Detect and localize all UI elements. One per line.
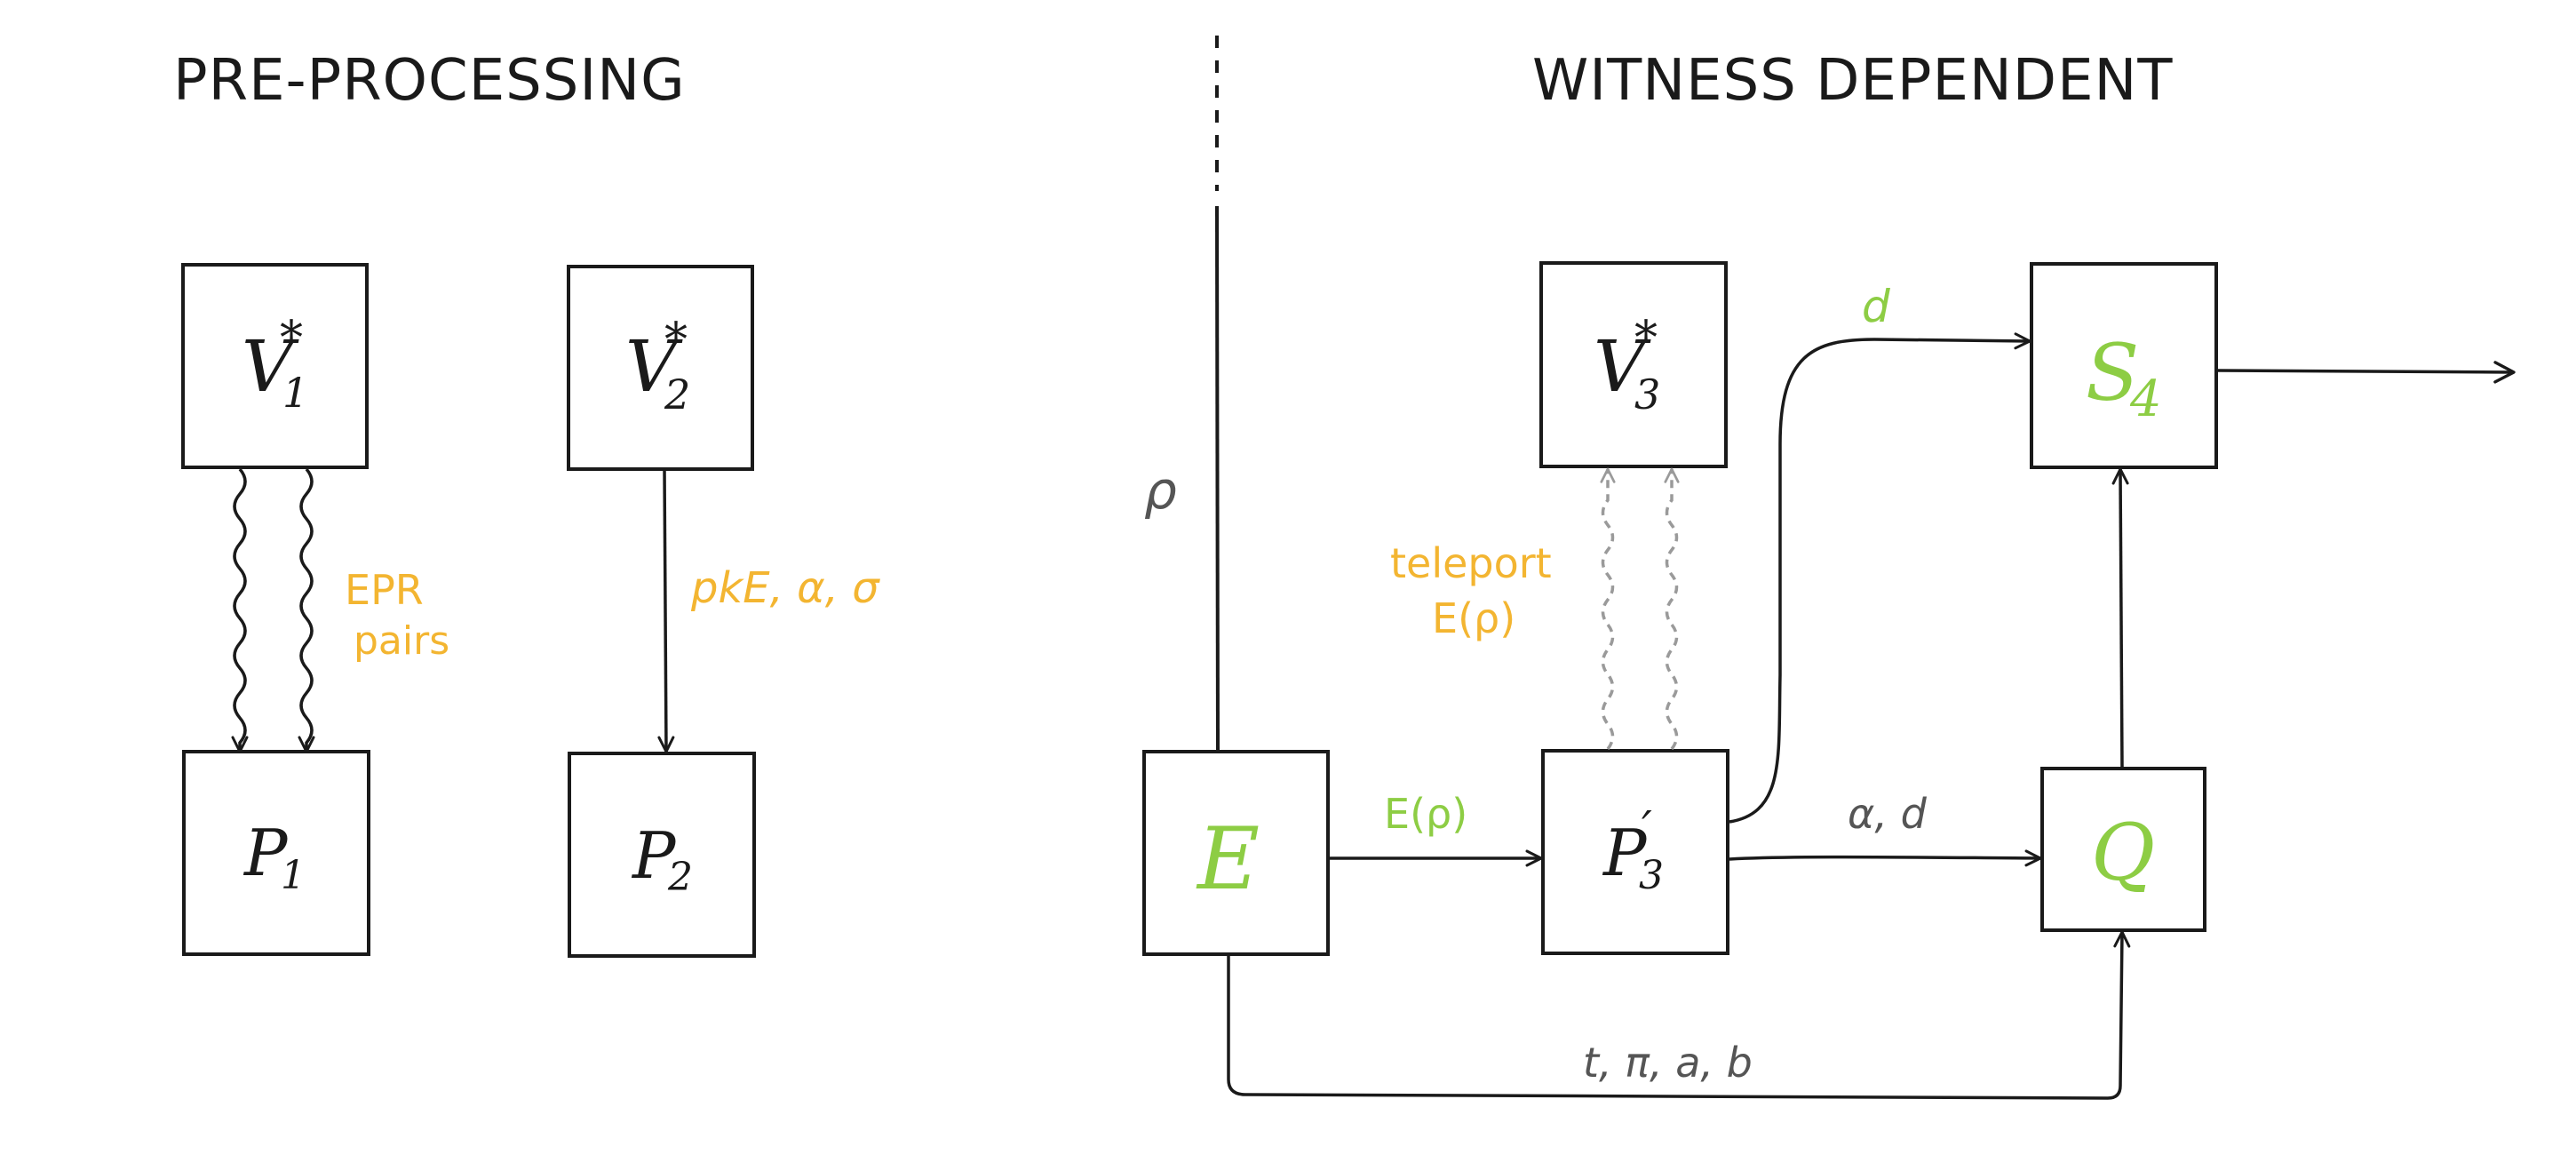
node-p1-main: P xyxy=(242,816,289,890)
edge-p3-to-s4 xyxy=(1729,332,2031,824)
node-v3: V 3 * xyxy=(1539,261,1728,468)
node-p3-sup: ′ xyxy=(1642,802,1652,856)
node-v3-main: V xyxy=(1594,325,1651,408)
node-q: Q xyxy=(2040,767,2206,932)
node-q-main: Q xyxy=(2091,807,2155,898)
node-p1-box xyxy=(182,750,370,956)
label-alpha-d: α, d xyxy=(1848,790,1928,838)
node-v2-box xyxy=(567,265,754,471)
node-v3-box xyxy=(1539,261,1728,468)
edge-e-to-q xyxy=(1227,930,2131,1100)
edge-s4-output xyxy=(2217,361,2516,384)
label-epr: EPR xyxy=(345,566,424,614)
node-p1: P 1 xyxy=(182,750,370,956)
edge-teleport-wave-2 xyxy=(1664,467,1680,751)
label-d: d xyxy=(1862,281,1890,332)
node-p1-sub: 1 xyxy=(281,853,306,898)
label-pk: pkE, α, σ xyxy=(690,563,880,613)
node-s4-box xyxy=(2030,262,2218,469)
node-e-box xyxy=(1142,750,1330,956)
node-v1-box xyxy=(181,263,369,469)
edge-teleport-wave-1 xyxy=(1600,467,1616,751)
node-v3-sub: 3 xyxy=(1634,370,1660,418)
node-v2: V 2 * xyxy=(567,265,754,471)
label-e-to-p3: E(ρ) xyxy=(1384,790,1467,838)
node-s4: S 4 xyxy=(2030,262,2218,469)
edge-p3-to-q xyxy=(1729,849,2042,867)
node-v1-sup: * xyxy=(280,312,303,365)
node-p2-sub: 2 xyxy=(667,855,693,900)
node-s4-main: S xyxy=(2086,327,2139,418)
label-teleport-erho: E(ρ) xyxy=(1432,594,1515,642)
node-v2-main: V xyxy=(625,325,683,408)
node-q-box xyxy=(2040,767,2206,932)
edge-epr-wave-1 xyxy=(231,467,249,753)
label-bottom: t, π, a, b xyxy=(1583,1039,1753,1087)
node-v3-sup: * xyxy=(1634,312,1658,365)
label-pairs: pairs xyxy=(354,618,449,664)
section-title-preprocessing: PRE-PROCESSING xyxy=(173,48,686,114)
label-teleport: teleport xyxy=(1390,539,1552,587)
edge-v2-to-p2 xyxy=(657,468,675,753)
label-rho: ρ xyxy=(1144,460,1177,521)
node-p2: P 2 xyxy=(568,752,756,958)
node-v1: V 1 * xyxy=(181,263,369,469)
node-p2-box xyxy=(568,752,756,958)
node-e-main: E xyxy=(1196,809,1260,909)
node-p3-sub: 3 xyxy=(1639,853,1664,898)
edge-epr-wave-2 xyxy=(298,467,315,753)
edge-rho-input xyxy=(1215,205,1220,753)
node-e: E xyxy=(1142,750,1330,956)
edge-q-to-s4 xyxy=(2111,467,2129,768)
node-v1-sub: 1 xyxy=(282,369,308,417)
node-v2-sup: * xyxy=(664,314,688,367)
node-v2-sub: 2 xyxy=(664,370,690,418)
node-p3: P 3 ′ xyxy=(1541,749,1729,955)
node-p3-main: P xyxy=(1602,816,1648,890)
node-s4-sub: 4 xyxy=(2129,370,2162,428)
section-title-witness-dependent: WITNESS DEPENDENT xyxy=(1532,48,2173,114)
node-p2-main: P xyxy=(631,818,677,893)
node-p3-box xyxy=(1541,749,1729,955)
node-v1-main: V xyxy=(242,325,299,408)
